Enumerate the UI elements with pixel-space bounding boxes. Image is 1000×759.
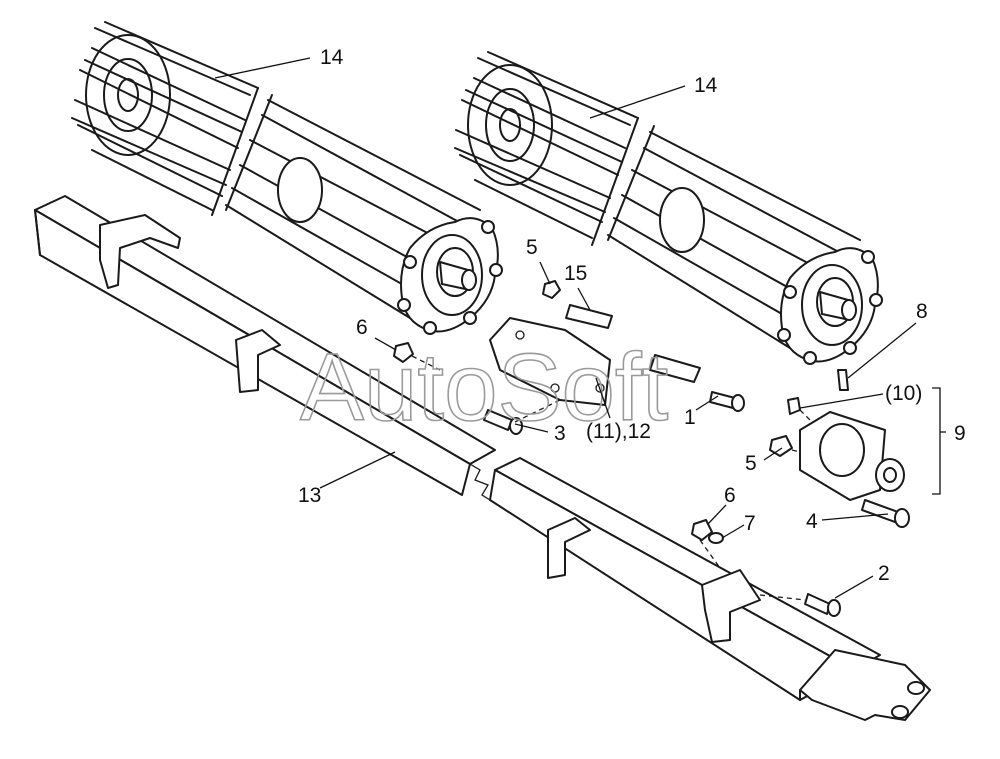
label-6-top: 6 [356,316,368,339]
watermark: AutoSoft [300,334,668,441]
label-8: 8 [916,300,928,323]
label-5-lower: 5 [745,452,757,475]
frame-beam [34,195,931,721]
roller-left [71,21,503,335]
label-4: 4 [806,510,818,533]
label-7: 7 [744,512,756,535]
bearing-housing [799,411,905,501]
label-1: 1 [684,406,696,429]
label-2: 2 [878,562,890,585]
label-15: 15 [564,262,587,285]
mounting-plate [489,317,611,406]
fasteners [393,280,910,617]
roller-right [454,51,883,365]
callout-labels: 14 14 5 15 6 3 (11),12 1 8 (10) 9 5 13 6… [298,46,966,585]
leader-lines [214,57,946,599]
label-9: 9 [954,422,966,445]
label-14-left: 14 [320,46,344,69]
label-10: (10) [885,382,922,405]
label-3: 3 [554,422,566,445]
label-6-lower: 6 [724,484,736,507]
label-11-12: (11),12 [586,420,651,443]
label-14-right: 14 [694,74,718,97]
label-13: 13 [298,484,321,507]
label-5-top: 5 [526,236,538,259]
